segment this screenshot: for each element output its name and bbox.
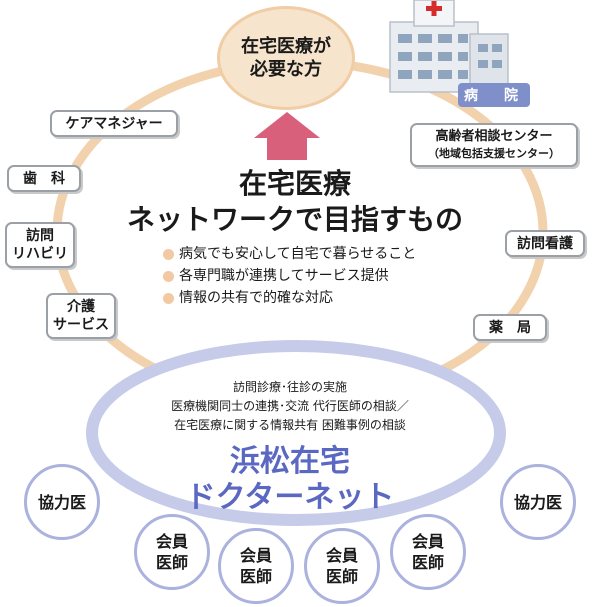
network-goal-title: 在宅医療 ネットワークで目指すもの [100,166,490,238]
up-arrow [254,112,320,160]
visiting-rehab-line1: 訪問 [26,228,54,244]
goal-item: 病気でも安心して自宅で暮らせること [163,243,416,265]
member-doctor: 会員 医師 [134,514,210,590]
goal-list: 病気でも安心して自宅で暮らせること 各専門職が連携してサービス提供 情報の共有で… [163,243,416,309]
bullet-dot-icon [163,248,174,260]
elder-center-line1: 高齢者相談センター [435,129,553,144]
inner-ring [86,340,506,526]
cooperating-doctor-label: 協力医 [37,492,86,512]
member-doctor: 会員 医師 [390,514,466,590]
member-line1: 会員 [411,532,444,551]
member-doctor: 会員 医師 [304,528,380,604]
cooperating-doctor-label: 協力医 [513,492,562,512]
member-line2: 医師 [239,567,272,586]
goal-item: 各専門職が連携してサービス提供 [163,265,416,287]
cooperating-doctor-left: 協力医 [24,464,100,540]
member-line1: 会員 [155,532,188,551]
service-line: 訪問診療･往診の実施 [232,380,347,394]
bullet-dot-icon [163,292,174,304]
care-service-label: 介護 サービス [46,293,116,339]
service-line: 医療機関同士の連携･交流 代行医師の相談／ [171,399,409,413]
service-line: 在宅医療に関する情報共有 困難事例の相談 [174,418,406,432]
visiting-rehab-line2: リハビリ [12,246,68,262]
hospital-building-icon [389,0,509,93]
bullet-dot-icon [163,270,174,282]
title-line2: ネットワークで目指すもの [126,203,463,236]
elder-center-line2: （地域包括支援センター） [428,147,560,160]
member-line1: 会員 [239,546,272,565]
network-name: 浜松在宅 ドクターネット [140,444,440,516]
member-doctor: 会員 医師 [218,528,294,604]
network-name-line2: ドクターネット [185,480,395,515]
goal-text: 情報の共有で的確な対応 [179,290,333,306]
member-line2: 医師 [155,553,188,572]
member-line2: 医師 [411,553,444,572]
elder-consult-center-label: 高齢者相談センター （地域包括支援センター） [410,123,578,167]
patient-label-line2: 必要な方 [250,59,322,80]
network-services: 訪問診療･往診の実施 医療機関同士の連携･交流 代行医師の相談／ 在宅医療に関す… [140,378,440,435]
patient-circle: 在宅医療が 必要な方 [217,6,355,110]
patient-label-line1: 在宅医療が [241,36,331,57]
hospital-label: 病 院 [458,83,530,107]
pharmacy-label: 薬 局 [473,314,547,341]
cooperating-doctor-right: 協力医 [500,464,576,540]
member-line1: 会員 [325,546,358,565]
visiting-nursing-label: 訪問看護 [505,230,585,257]
visiting-rehab-label: 訪問 リハビリ [5,222,75,268]
goal-text: 各専門職が連携してサービス提供 [179,268,389,284]
care-service-line1: 介護 [67,299,95,315]
goal-item: 情報の共有で的確な対応 [163,287,416,309]
network-name-line1: 浜松在宅 [230,444,350,479]
care-service-line2: サービス [53,317,109,333]
dentistry-label: 歯 科 [7,165,81,192]
care-manager-label: ケアマネジャー [50,110,178,137]
goal-text: 病気でも安心して自宅で暮らせること [179,246,417,262]
member-line2: 医師 [325,567,358,586]
title-line1: 在宅医療 [238,167,351,200]
